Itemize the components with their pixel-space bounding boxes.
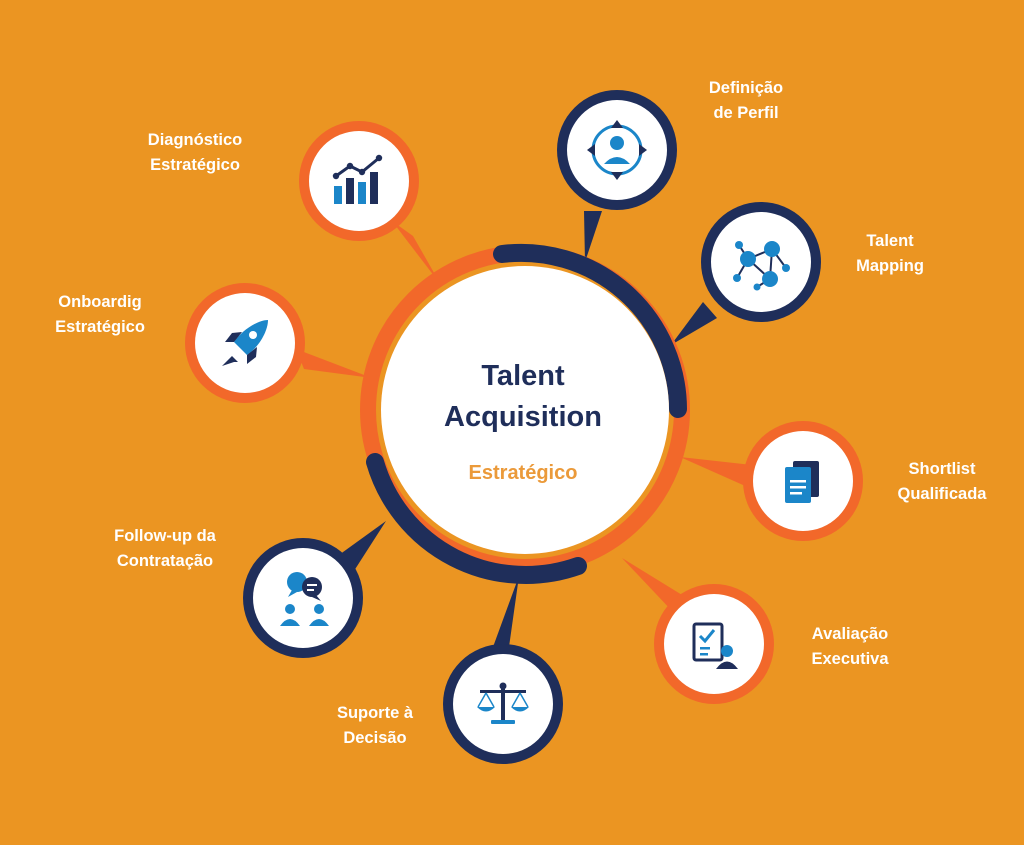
hub-navy-arc-upper bbox=[493, 243, 687, 418]
center-title-line2: Acquisition bbox=[444, 401, 602, 433]
label-line: Contratação bbox=[116, 552, 214, 570]
rocket-icon bbox=[222, 320, 268, 366]
connector-suporte bbox=[493, 576, 519, 647]
node-disc bbox=[309, 131, 409, 231]
label-line: Avaliação bbox=[811, 625, 889, 643]
label-suporte: Suporte à Decisão bbox=[310, 701, 440, 751]
label-line: de Perfil bbox=[713, 104, 779, 122]
label-diagnostico: Diagnóstico Estratégico bbox=[115, 128, 275, 178]
label-line: Qualificada bbox=[897, 485, 987, 503]
node-definicao bbox=[557, 90, 677, 210]
connector-shortlist bbox=[680, 457, 752, 489]
bar-chart-icon bbox=[332, 154, 383, 204]
label-line: Decisão bbox=[343, 729, 407, 747]
center-subtitle: Estratégico bbox=[468, 462, 578, 484]
user-target-icon bbox=[587, 120, 647, 180]
label-line: Onboardig bbox=[58, 293, 142, 311]
connector-avaliacao bbox=[622, 558, 687, 612]
connectors bbox=[296, 211, 752, 647]
connector-diagnostico bbox=[392, 221, 441, 285]
label-line: Diagnóstico bbox=[147, 131, 243, 149]
node-disc bbox=[253, 548, 353, 648]
label-avaliacao: Avaliação Executiva bbox=[780, 622, 920, 672]
label-line: Estratégico bbox=[150, 156, 240, 174]
label-shortlist: Shortlist Qualificada bbox=[867, 457, 1017, 507]
node-disc bbox=[711, 212, 811, 312]
node-followup bbox=[243, 538, 363, 658]
label-followup: Follow-up da Contratação bbox=[90, 524, 240, 574]
hub-navy-arc-lower bbox=[366, 453, 587, 584]
node-suporte bbox=[443, 644, 563, 764]
checklist-user-icon bbox=[692, 622, 738, 669]
node-avaliacao bbox=[654, 584, 774, 704]
node-shortlist bbox=[743, 421, 863, 541]
chat-users-icon bbox=[280, 572, 329, 626]
connector-mapping bbox=[671, 302, 717, 345]
hub-white-disc bbox=[381, 266, 669, 554]
node-mapping bbox=[701, 202, 821, 322]
label-line: Executiva bbox=[811, 650, 889, 668]
central-hub bbox=[360, 243, 690, 584]
label-line: Talent bbox=[866, 232, 914, 250]
label-onboarding: Onboardig Estratégico bbox=[25, 290, 175, 340]
label-line: Shortlist bbox=[908, 460, 976, 478]
label-line: Follow-up da bbox=[114, 527, 216, 545]
node-disc bbox=[664, 594, 764, 694]
label-line: Suporte à bbox=[336, 704, 414, 722]
documents-icon bbox=[785, 461, 819, 503]
label-line: Estratégico bbox=[55, 318, 145, 336]
label-line: Mapping bbox=[856, 257, 924, 275]
center-title-line1: Talent bbox=[481, 360, 565, 392]
label-definicao: Definição de Perfil bbox=[676, 76, 816, 126]
node-diagnostico bbox=[299, 121, 419, 241]
label-line: Definição bbox=[708, 79, 784, 97]
scales-icon bbox=[477, 682, 529, 724]
connector-onboarding bbox=[296, 349, 372, 378]
connector-definicao bbox=[584, 211, 602, 262]
label-mapping: Talent Mapping bbox=[820, 229, 960, 279]
node-onboarding bbox=[185, 283, 305, 403]
